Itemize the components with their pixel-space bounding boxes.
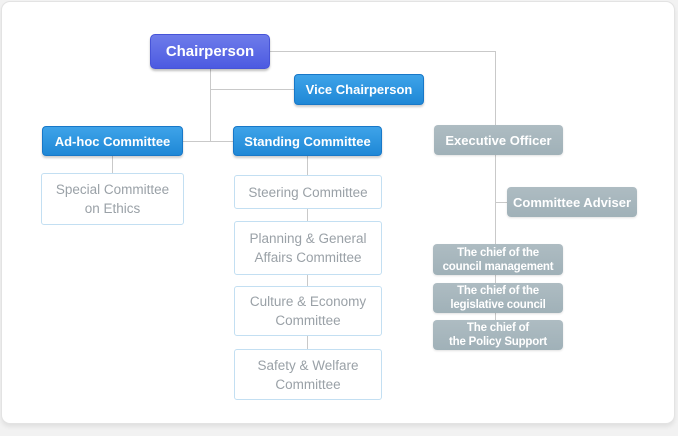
node-special-committee-on-ethics: Special Committee on Ethics bbox=[41, 173, 184, 225]
chief-legislative-line2: legislative council bbox=[450, 299, 546, 311]
connector-standing-steering bbox=[307, 156, 308, 175]
safety-committee-line2: Committee bbox=[275, 376, 341, 392]
connector-chairperson-to-right-column bbox=[270, 51, 495, 52]
connector-adhoc-standing bbox=[183, 141, 233, 142]
connector-culture-safety bbox=[307, 336, 308, 349]
node-vice-chairperson: Vice Chairperson bbox=[294, 74, 424, 105]
culture-committee-line2: Committee bbox=[275, 313, 341, 328]
executive-officer-label: Executive Officer bbox=[445, 132, 552, 148]
node-chief-of-policy-support: The chief of the Policy Support bbox=[433, 320, 563, 350]
planning-committee-line1: Planning & General bbox=[249, 231, 367, 246]
node-planning-general-affairs-committee: Planning & General Affairs Committee bbox=[234, 221, 382, 275]
safety-committee-line1: Safety & Welfare bbox=[257, 357, 359, 373]
node-chief-of-council-management: The chief of the council management bbox=[433, 244, 563, 275]
planning-committee-line2: Affairs Committee bbox=[254, 250, 362, 265]
chairperson-label: Chairperson bbox=[165, 43, 255, 60]
org-chart-panel: Chairperson Vice Chairperson Ad-hoc Comm… bbox=[1, 1, 675, 424]
chief-council-line1: The chief of the bbox=[457, 246, 539, 259]
adhoc-committee-label: Ad-hoc Committee bbox=[54, 133, 171, 149]
connector-vice-chairperson bbox=[210, 89, 294, 90]
node-safety-welfare-committee: Safety & Welfare Committee bbox=[234, 349, 382, 400]
chief-policy-line1: The chief of bbox=[466, 322, 530, 334]
standing-committee-label: Standing Committee bbox=[244, 133, 371, 149]
connector-adhoc-special bbox=[112, 156, 113, 173]
chief-legislative-line1: The chief of the bbox=[457, 285, 539, 297]
node-standing-committee: Standing Committee bbox=[233, 126, 382, 156]
connector-steering-planning bbox=[307, 209, 308, 221]
special-committee-line2: on Ethics bbox=[84, 201, 141, 216]
node-adhoc-committee: Ad-hoc Committee bbox=[42, 126, 183, 156]
node-culture-economy-committee: Culture & Economy Committee bbox=[234, 286, 382, 336]
committee-adviser-label: Committee Adviser bbox=[513, 194, 631, 210]
connector-right-column-vertical bbox=[495, 51, 496, 323]
culture-committee-line1: Culture & Economy bbox=[249, 294, 367, 309]
chief-council-line2: council management bbox=[442, 260, 554, 273]
node-chief-of-legislative-council: The chief of the legislative council bbox=[433, 283, 563, 313]
special-committee-line1: Special Committee bbox=[55, 182, 170, 197]
steering-committee-label: Steering Committee bbox=[248, 184, 368, 200]
node-committee-adviser: Committee Adviser bbox=[507, 187, 637, 217]
connector-chairperson-down bbox=[210, 69, 211, 141]
node-chairperson: Chairperson bbox=[150, 34, 270, 69]
chief-policy-line2: the Policy Support bbox=[449, 336, 547, 348]
vice-chairperson-label: Vice Chairperson bbox=[305, 82, 413, 97]
node-steering-committee: Steering Committee bbox=[234, 175, 382, 209]
node-executive-officer: Executive Officer bbox=[434, 125, 563, 155]
connector-planning-culture bbox=[307, 275, 308, 286]
connector-committee-adviser bbox=[495, 202, 507, 203]
